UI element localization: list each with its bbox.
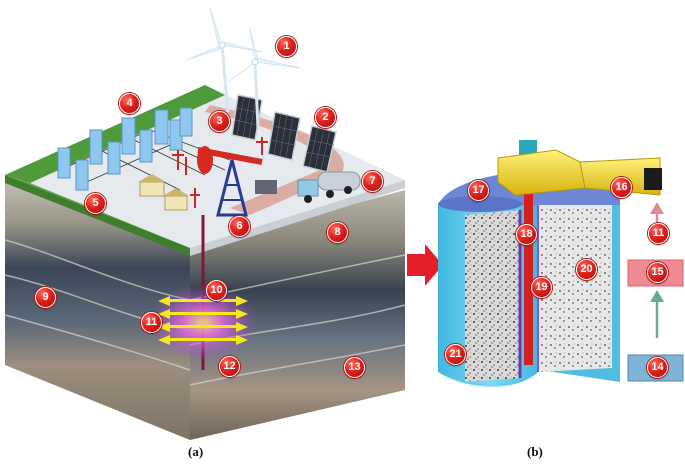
wind-turbines (185, 7, 301, 129)
injection-well (148, 215, 258, 370)
tanker-truck (297, 171, 361, 203)
marker-18: 18 (516, 224, 537, 245)
storage-glow (148, 285, 258, 361)
duct-outlet (579, 157, 661, 196)
marker-16: 16 (611, 177, 632, 198)
rock-fill-left (465, 210, 520, 382)
marker-19: 19 (531, 277, 552, 298)
marker-1: 1 (276, 36, 297, 57)
oil-pump-jack (197, 146, 277, 217)
marker-21: 21 (445, 344, 466, 365)
marker-6: 6 (229, 216, 250, 237)
central-shaft (524, 165, 533, 365)
marker-10: 10 (206, 280, 227, 301)
wellheads (172, 137, 268, 208)
houses (138, 174, 189, 211)
panel-label-b: (b) (527, 444, 543, 459)
city-buildings (57, 107, 193, 191)
marker-7: 7 (362, 171, 383, 192)
rock-fill-right (538, 200, 612, 372)
ground-block (4, 85, 406, 440)
marker-3: 3 (209, 111, 230, 132)
marker-13: 13 (344, 357, 365, 378)
duct-manifold (497, 149, 586, 196)
marker-9: 9 (35, 287, 56, 308)
storage-cavern (438, 140, 662, 387)
marker-20: 20 (576, 259, 597, 280)
marker-5: 5 (85, 193, 106, 214)
marker-8: 8 (327, 222, 348, 243)
duct-opening (644, 168, 662, 190)
marker-12: 12 (219, 356, 240, 377)
marker-11-flow: 11 (648, 223, 669, 244)
outflow-arrows (158, 296, 248, 345)
marker-2: 2 (315, 107, 336, 128)
block-left-face (5, 175, 190, 440)
marker-15: 15 (647, 262, 668, 283)
panel-transition-arrow (407, 244, 443, 286)
marker-4: 4 (119, 93, 140, 114)
marker-14: 14 (647, 357, 668, 378)
marker-17: 17 (468, 180, 489, 201)
marker-11: 11 (141, 312, 162, 333)
panel-label-a: (a) (188, 444, 204, 459)
